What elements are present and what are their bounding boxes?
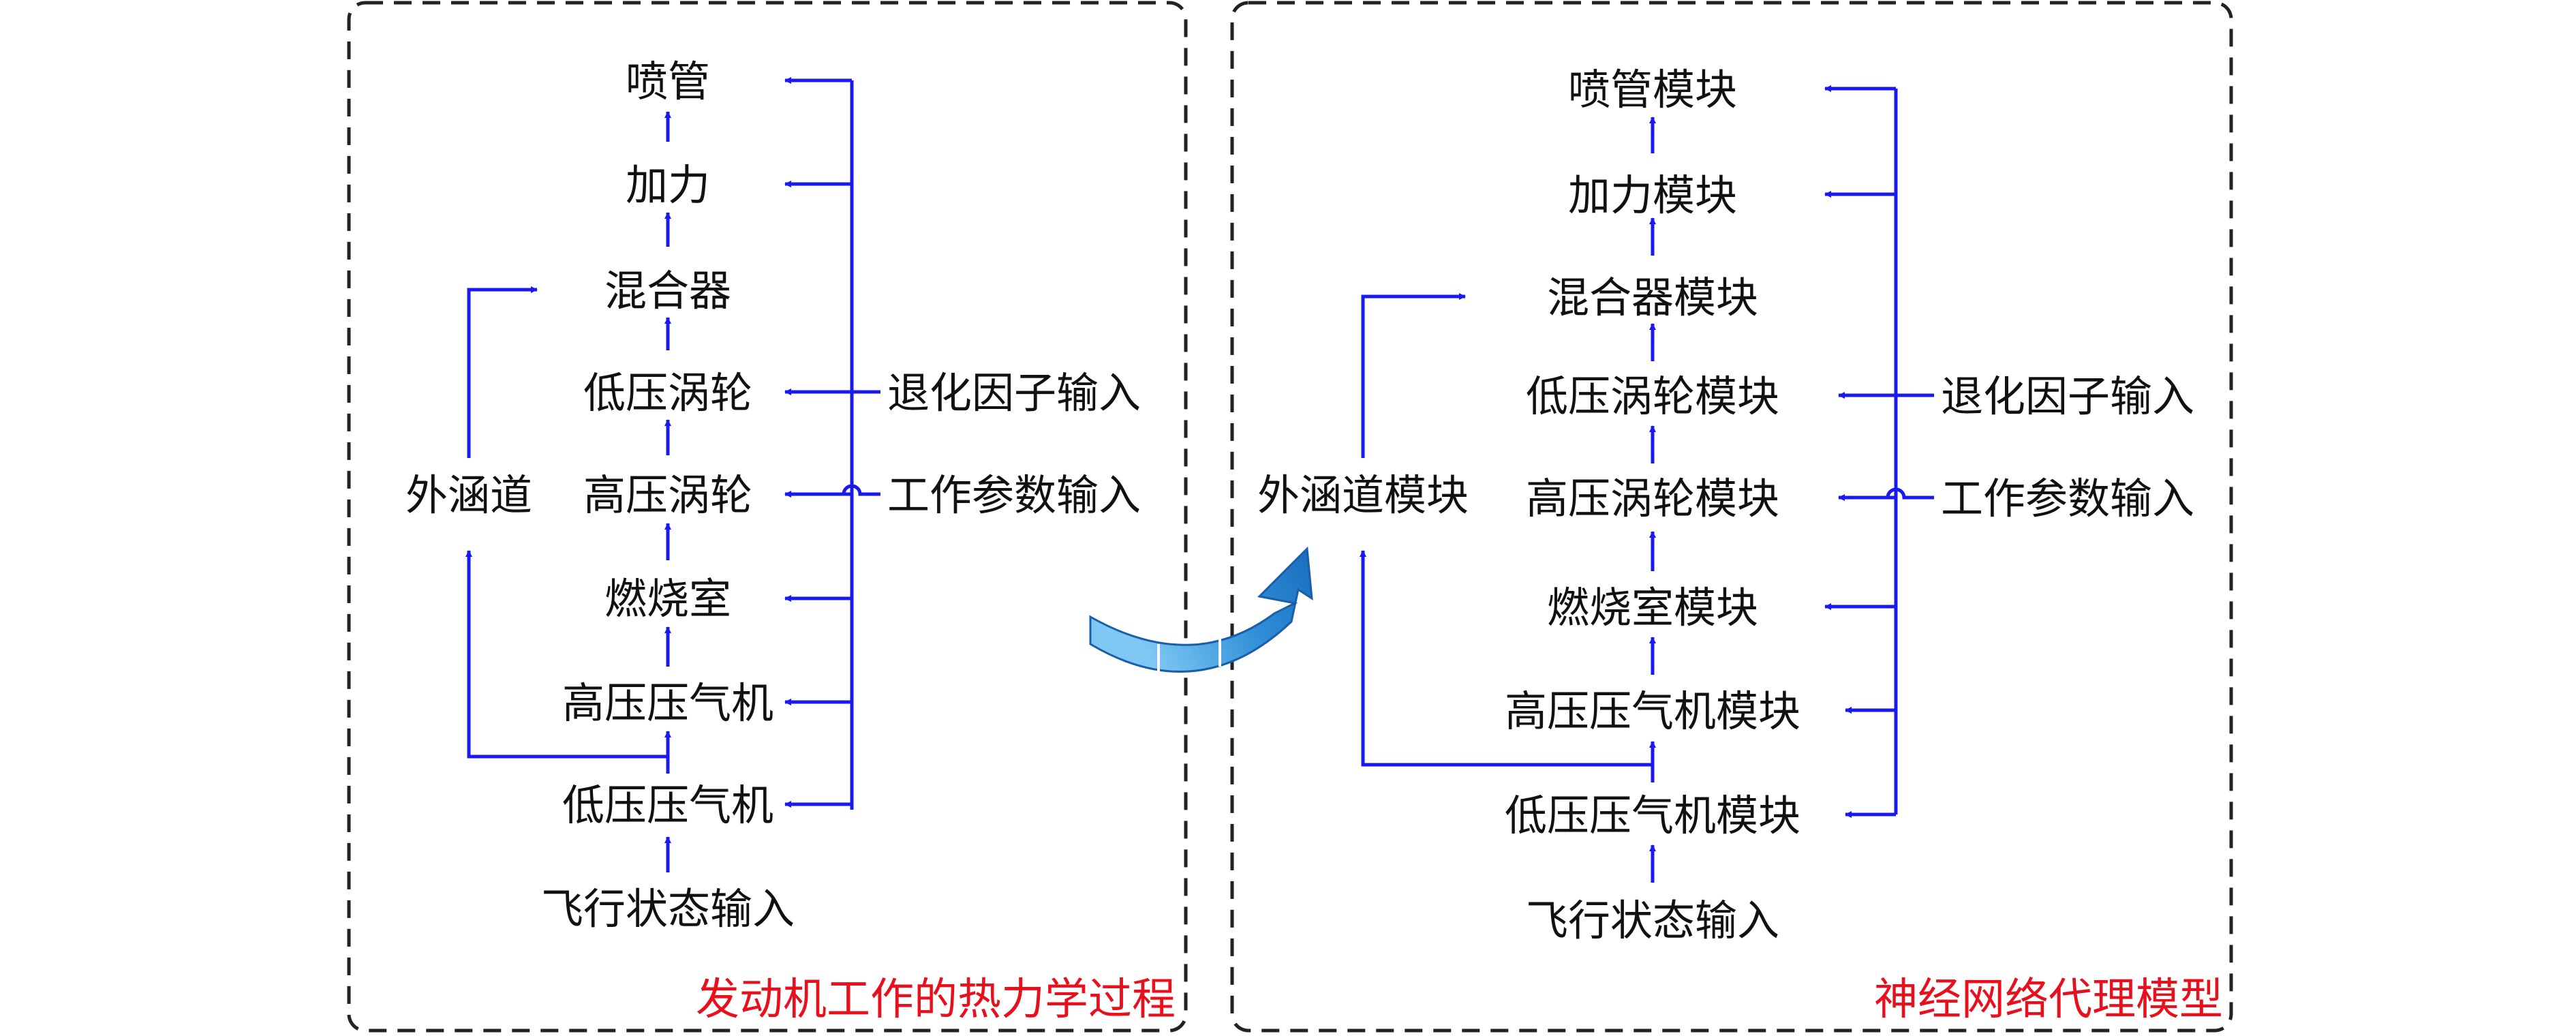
module-bypass: 外涵道模块 — [1257, 470, 1469, 520]
node-nozzle: 喷管 — [626, 57, 710, 106]
module-operating-input: 工作参数输入 — [1941, 474, 2194, 523]
arrow-lpc-to-bypass — [465, 550, 668, 759]
left-panel: 喷管 加力 混合器 低压涡轮 高压涡轮 燃烧室 高压压气机 低压压气机 飞行状态… — [347, 1, 1188, 1033]
module-nozzle: 喷管模块 — [1568, 65, 1737, 115]
arrow-lpc-to-bypass-module — [1360, 550, 1653, 767]
node-mixer: 混合器 — [604, 266, 731, 316]
module-afterburner: 加力模块 — [1568, 170, 1737, 220]
node-hpt: 高压涡轮 — [583, 470, 752, 520]
module-hpc: 高压压气机模块 — [1505, 686, 1800, 736]
right-panel-caption: 神经网络代理模型 — [1874, 975, 2223, 1025]
node-lpt: 低压涡轮 — [583, 368, 752, 418]
operating-feed-hop — [842, 484, 880, 496]
node-degradation-input: 退化因子输入 — [887, 368, 1141, 418]
node-combustor: 燃烧室 — [604, 574, 731, 624]
operating-feed-hop-right — [1886, 487, 1934, 500]
module-hpt: 高压涡轮模块 — [1526, 474, 1779, 523]
right-panel: 喷管模块 加力模块 混合器模块 低压涡轮模块 高压涡轮模块 燃烧室模块 高压压气… — [1230, 1, 2233, 1033]
left-panel-caption: 发动机工作的热力学过程 — [696, 975, 1176, 1025]
right-labels: 喷管模块 加力模块 混合器模块 低压涡轮模块 高压涡轮模块 燃烧室模块 高压压气… — [1257, 65, 2194, 945]
node-flight-input: 飞行状态输入 — [541, 884, 795, 934]
right-panel-border — [1230, 1, 2233, 1033]
right-flow-arrows — [1360, 85, 1934, 883]
node-operating-input: 工作参数输入 — [887, 470, 1141, 520]
node-lpc: 低压压气机 — [562, 780, 773, 830]
left-flow-arrows — [465, 77, 880, 872]
left-labels: 喷管 加力 混合器 低压涡轮 高压涡轮 燃烧室 高压压气机 低压压气机 飞行状态… — [405, 57, 1141, 934]
arrow-bypass-to-mixer — [467, 286, 538, 458]
curved-transition-arrow-icon — [1089, 546, 1313, 673]
module-flight-input: 飞行状态输入 — [1526, 896, 1779, 945]
arrow-bypass-to-mixer-module — [1361, 293, 1466, 458]
module-lpt: 低压涡轮模块 — [1526, 371, 1779, 421]
node-bypass: 外涵道 — [405, 470, 532, 520]
module-lpc: 低压压气机模块 — [1505, 791, 1800, 840]
node-afterburner: 加力 — [626, 160, 710, 210]
module-degradation-input: 退化因子输入 — [1941, 371, 2194, 421]
module-combustor: 燃烧室模块 — [1547, 583, 1758, 633]
module-mixer: 混合器模块 — [1547, 273, 1758, 322]
node-hpc: 高压压气机 — [562, 678, 773, 728]
left-panel-border — [347, 1, 1188, 1033]
